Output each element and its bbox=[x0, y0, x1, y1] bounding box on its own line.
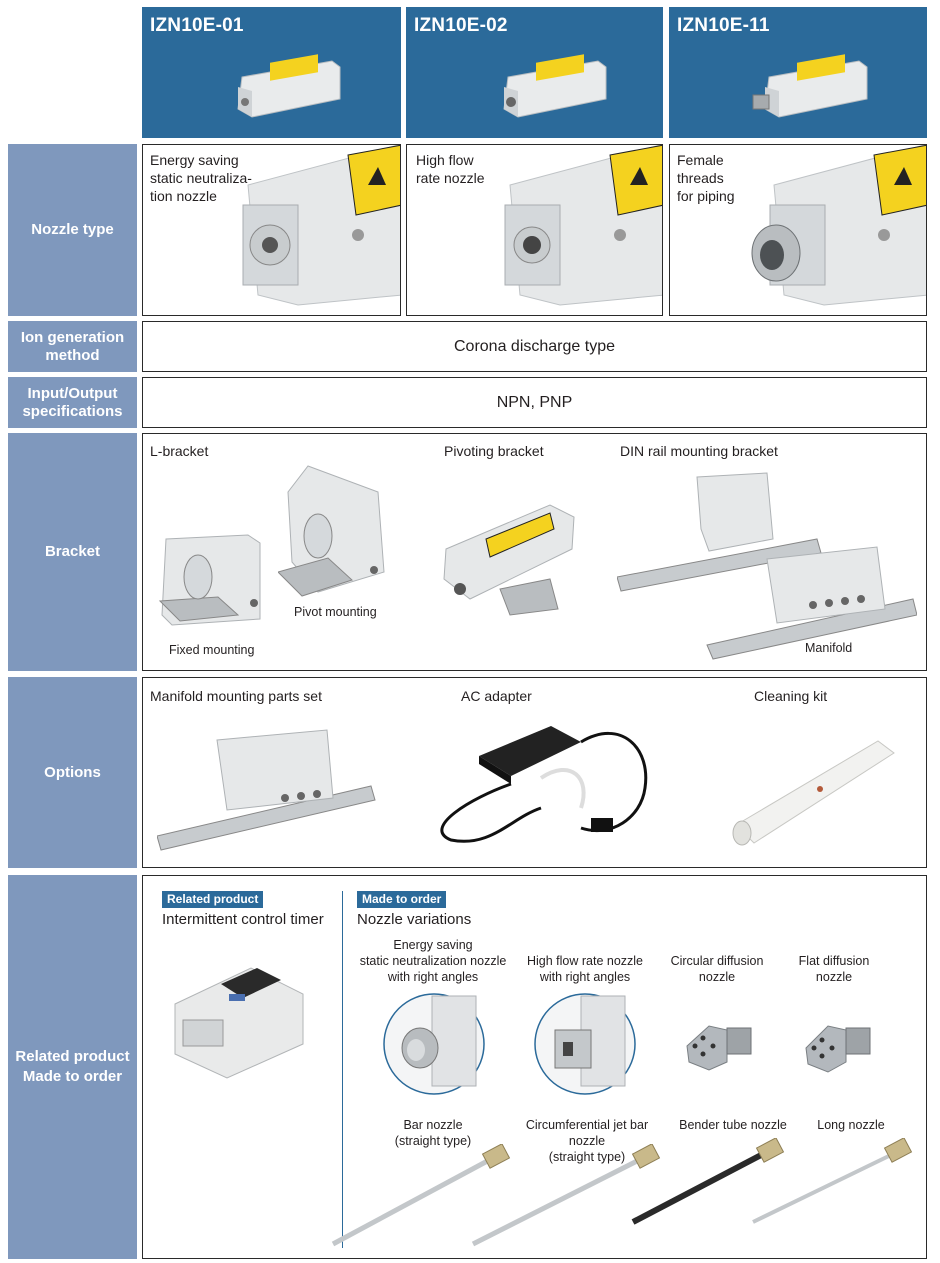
nozzle-closeup-image bbox=[242, 145, 400, 306]
nozzle-description: Energy saving static neutraliza- tion no… bbox=[150, 152, 252, 204]
made-to-order-tag: Made to order bbox=[357, 891, 447, 908]
bracket-title-din: DIN rail mounting bracket bbox=[620, 443, 778, 459]
pivot-bracket-image bbox=[443, 504, 575, 616]
nozzle-caption: Circular diffusion nozzle bbox=[670, 954, 764, 984]
nozzle-image bbox=[331, 1144, 511, 1247]
nozzle-caption: Flat diffusion nozzle bbox=[798, 954, 870, 984]
l-bracket-image bbox=[158, 534, 261, 626]
model-name: IZN10E-01 bbox=[150, 15, 244, 36]
bracket-title-pivoting: Pivoting bracket bbox=[444, 443, 544, 459]
row-label-nozzle-type: Nozzle type bbox=[8, 144, 137, 316]
options-cell: Manifold mounting parts set AC adapter C… bbox=[142, 677, 927, 868]
timer-image bbox=[174, 967, 304, 1079]
nozzle-image bbox=[686, 1025, 752, 1071]
ionizer-product-image bbox=[752, 54, 868, 118]
nozzle-description: High flow rate nozzle bbox=[416, 152, 485, 186]
option-title-ac-adapter: AC adapter bbox=[461, 688, 532, 704]
ionizer-product-image bbox=[237, 54, 341, 118]
label-text: Nozzle type bbox=[31, 221, 114, 238]
nozzle-image bbox=[805, 1025, 871, 1073]
nozzle-caption: Long nozzle bbox=[817, 1118, 885, 1132]
model-header-11: IZN10E-11 bbox=[669, 7, 927, 138]
caption-manifold: Manifold bbox=[805, 641, 853, 655]
ac-adapter-image bbox=[440, 726, 648, 843]
io-spec-value: NPN, PNP bbox=[142, 377, 927, 428]
nozzle-cell-02: High flow rate nozzle bbox=[406, 144, 663, 316]
nozzle-image bbox=[534, 993, 636, 1095]
din-rail-image bbox=[617, 472, 917, 660]
option-title-manifold-set: Manifold mounting parts set bbox=[150, 688, 322, 704]
section-divider bbox=[342, 891, 343, 1248]
nozzle-image bbox=[631, 1138, 785, 1225]
caption-pivot: Pivot mounting bbox=[294, 605, 377, 619]
cleaning-kit-image bbox=[732, 740, 895, 846]
nozzle-image bbox=[471, 1144, 661, 1247]
model-name: IZN10E-11 bbox=[677, 15, 770, 36]
bracket-title-l: L-bracket bbox=[150, 443, 209, 459]
row-label-options: Options bbox=[8, 677, 137, 868]
manifold-set-image bbox=[157, 729, 376, 851]
model-header-02: IZN10E-02 bbox=[406, 7, 663, 138]
nozzle-caption: Bar nozzle (straight type) bbox=[394, 1118, 472, 1148]
related-product-tag: Related product bbox=[162, 891, 264, 908]
row-label-related: Related product Made to order bbox=[8, 875, 137, 1259]
nozzle-caption: High flow rate nozzle with right angles bbox=[526, 954, 644, 984]
nozzle-cell-01: Energy saving static neutraliza- tion no… bbox=[142, 144, 401, 316]
row-label-ion-generation: Ion generation method bbox=[8, 321, 137, 372]
related-cell: Related product Intermittent control tim… bbox=[142, 875, 927, 1259]
nozzle-description: Female threads for piping bbox=[677, 152, 735, 204]
row-label-io-spec: Input/Output specifications bbox=[8, 377, 137, 428]
ionizer-product-image bbox=[503, 54, 607, 118]
bracket-cell: L-bracket Pivoting bracket DIN rail moun… bbox=[142, 433, 927, 671]
nozzle-caption: Circumferential jet bar nozzle (straight… bbox=[525, 1118, 649, 1164]
related-product-title: Intermittent control timer bbox=[162, 911, 324, 928]
made-to-order-title: Nozzle variations bbox=[357, 911, 472, 928]
nozzle-closeup-image bbox=[504, 145, 662, 306]
nozzle-cell-11: Female threads for piping bbox=[669, 144, 927, 316]
l-bracket-pivot-image bbox=[278, 465, 385, 597]
caption-fixed: Fixed mounting bbox=[169, 643, 255, 657]
nozzle-caption: Energy saving static neutralization nozz… bbox=[359, 938, 507, 984]
nozzle-image bbox=[752, 1138, 913, 1224]
option-title-cleaning-kit: Cleaning kit bbox=[754, 688, 828, 704]
ion-generation-value: Corona discharge type bbox=[142, 321, 927, 372]
nozzle-image bbox=[383, 993, 485, 1095]
model-header-01: IZN10E-01 bbox=[142, 7, 401, 138]
nozzle-closeup-image bbox=[751, 145, 926, 306]
row-label-bracket: Bracket bbox=[8, 433, 137, 671]
model-name: IZN10E-02 bbox=[414, 15, 508, 36]
nozzle-caption: Bender tube nozzle bbox=[679, 1118, 787, 1132]
